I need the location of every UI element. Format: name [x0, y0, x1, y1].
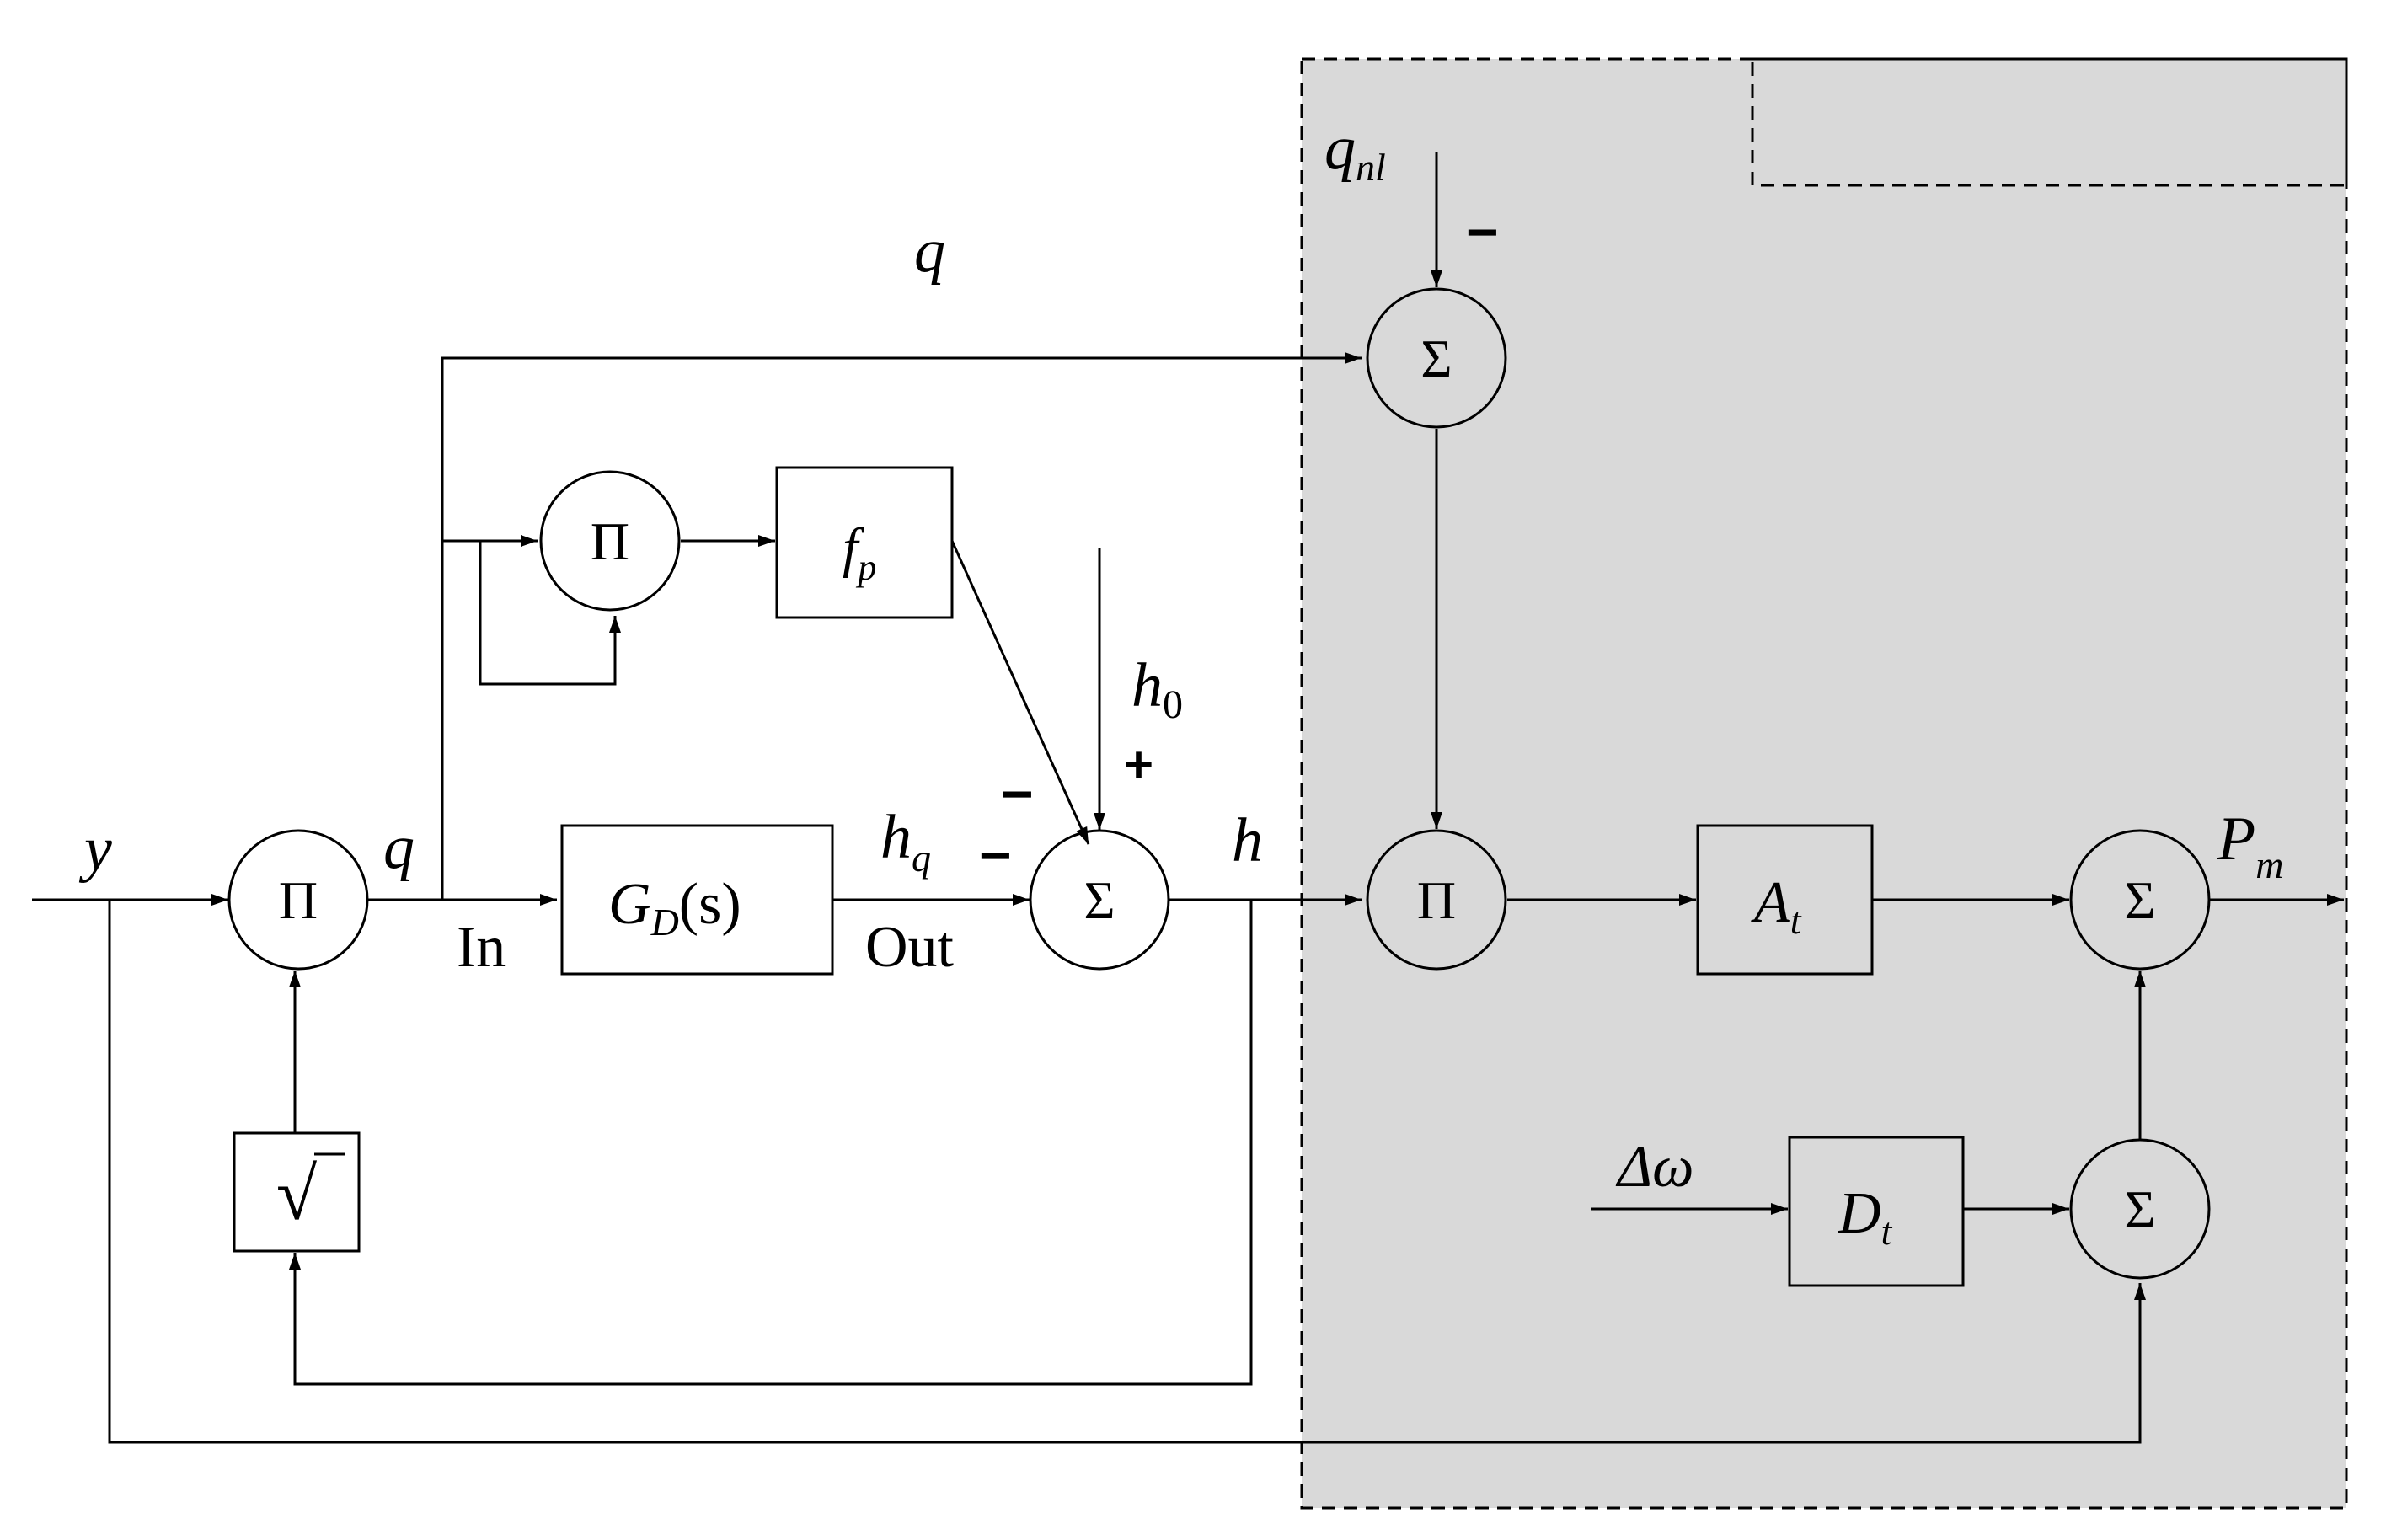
sqrt-block: √: [233, 1131, 361, 1253]
dt-block: Dt: [1788, 1136, 1965, 1287]
pi2-multiplier: Π: [539, 470, 681, 612]
sqrt-symbol: √: [276, 1154, 318, 1236]
fp-block: fp: [775, 466, 954, 619]
qnl-label: qnl: [1324, 114, 1386, 189]
hq-minus-sign: −: [979, 824, 1012, 886]
pi2-symbol: Π: [591, 511, 629, 571]
fp-label: fp: [843, 517, 876, 588]
y-label: y: [78, 815, 112, 884]
sum-low: Σ: [2069, 1138, 2211, 1280]
q-top-line: [441, 352, 1362, 900]
dw-label: Δω: [1615, 1135, 1694, 1200]
h-label: h: [1232, 806, 1263, 875]
sum-top: Σ: [1366, 287, 1507, 429]
qnl-minus-sign: −: [1466, 201, 1499, 263]
q-mid-label: q: [383, 813, 415, 882]
sum1-symbol: Σ: [1083, 870, 1115, 930]
h-feedback-line: [289, 900, 1253, 1386]
at-block: At: [1696, 824, 1874, 976]
q-top-label: q: [914, 217, 945, 286]
gd-block: GD(s): [560, 824, 834, 976]
pi1-symbol: Π: [279, 870, 318, 930]
gd-label: GD(s): [608, 872, 741, 944]
sum1: Σ: [1029, 829, 1170, 971]
pm-label: Pm: [2217, 805, 2283, 886]
sum-top-symbol: Σ: [1420, 329, 1452, 388]
dt-label: Dt: [1838, 1181, 1893, 1253]
pi2-loop-line: [479, 541, 621, 686]
fp-to-sum-line: [950, 540, 1090, 845]
at-label: At: [1751, 870, 1802, 942]
h0-plus-sign: +: [1124, 736, 1153, 793]
in-port-label: In: [457, 915, 506, 980]
pi3-symbol: Π: [1417, 870, 1456, 930]
sum-low-symbol: Σ: [2124, 1179, 2155, 1239]
turbine-region-border: [1300, 57, 2348, 1510]
sum-right-symbol: Σ: [2124, 870, 2155, 930]
turbine-region-inset: [1751, 57, 2348, 187]
out-port-label: Out: [865, 915, 955, 980]
fp-minus-sign: −: [1001, 762, 1034, 825]
hq-label: hq: [880, 803, 931, 880]
turbine-region: [1302, 59, 2346, 1508]
sum-right: Σ: [2069, 829, 2211, 971]
pi3-multiplier: Π: [1366, 829, 1507, 971]
y-feedback-line: [108, 900, 2146, 1444]
h0-label: h0: [1131, 651, 1183, 727]
pi1-multiplier: Π: [227, 829, 369, 971]
